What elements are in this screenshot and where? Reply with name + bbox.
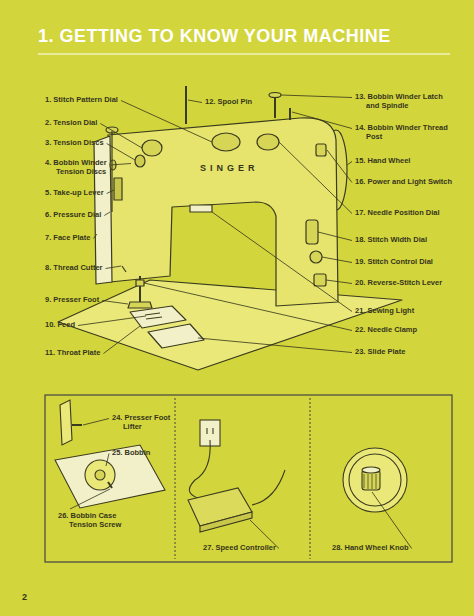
leader-line (93, 234, 97, 239)
leader-line (322, 257, 352, 263)
leader-line (100, 124, 142, 149)
part-label: 8. Thread Cutter (45, 264, 103, 273)
part-label: 20. Reverse-Stitch Lever (355, 279, 456, 288)
leader-line (326, 280, 352, 284)
part-label: 2. Tension Dial (45, 119, 97, 128)
leader-line (110, 164, 131, 166)
leader-line (107, 190, 114, 194)
part-label: 3. Tension Discs (45, 139, 104, 148)
part-label: 6. Pressure Dial (45, 211, 101, 220)
leader-line (188, 100, 202, 103)
part-label: 15. Hand Wheel (355, 157, 410, 166)
part-label: 22. Needle Clamp (355, 326, 417, 335)
leader-line (198, 338, 352, 353)
part-label: 4. Bobbin Winder Tension Discs (45, 159, 128, 176)
leader-line (318, 232, 352, 241)
part-label: 18. Stitch Width Dial (355, 236, 427, 245)
leader-line (347, 162, 352, 166)
part-label: 16. Power and Light Switch (355, 178, 456, 187)
part-label: 12. Spool Pin (205, 98, 252, 107)
part-label: 28. Hand Wheel Knob (332, 544, 409, 553)
leader-line (292, 112, 352, 129)
leader-line (106, 266, 121, 269)
part-label: 19. Stitch Control Dial (355, 258, 433, 267)
leader-line (281, 95, 352, 98)
leader-line (107, 144, 135, 161)
leader-line (279, 142, 352, 214)
leader-line (70, 489, 110, 509)
part-label: 10. Feed (45, 321, 75, 330)
part-label: 13. Bobbin Winder Latch and Spindle (355, 93, 456, 110)
leader-line (121, 101, 212, 143)
part-label: 24. Presser Foot Lifter (112, 414, 185, 431)
page-title: 1. GETTING TO KNOW YOUR MACHINE (38, 26, 391, 47)
part-label: 25. Bobbin (112, 449, 150, 458)
part-label: 1. Stitch Pattern Dial (45, 96, 118, 105)
part-label: 27. Speed Controller (203, 544, 276, 553)
page-number: 2 (22, 593, 27, 602)
leader-line (327, 150, 352, 183)
part-label: 7. Face Plate (45, 234, 90, 243)
part-label: 5. Take-up Lever (45, 189, 104, 198)
part-label: 23. Slide Plate (355, 348, 405, 357)
leader-line (102, 301, 128, 305)
leader-line (212, 212, 352, 312)
part-label: 17. Needle Position Dial (355, 209, 456, 218)
part-label: 11. Throat Plate (45, 349, 100, 358)
brand-name: SINGER (200, 164, 259, 173)
part-label: 9. Presser Foot (45, 296, 99, 305)
leader-line (78, 316, 146, 326)
part-label: 21. Sewing Light (355, 307, 414, 316)
leader-line (372, 492, 412, 549)
leader-line (104, 212, 110, 216)
leader-line (144, 283, 352, 331)
part-label: 26. Bobbin Case Tension Screw (58, 512, 141, 529)
part-label: 14. Bobbin Winder Thread Post (355, 124, 456, 141)
leader-line (83, 419, 109, 426)
leader-line (103, 326, 140, 354)
leader-line (106, 454, 109, 467)
